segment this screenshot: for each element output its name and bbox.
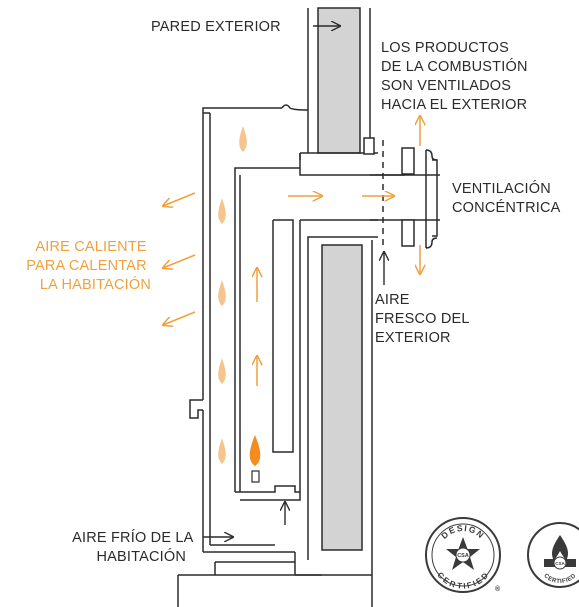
exterior-wall-upper xyxy=(307,7,371,154)
burner-flame xyxy=(249,435,261,466)
label-concentric-vent: VENTILACIÓN CONCÉNTRICA xyxy=(452,180,561,216)
flame-group xyxy=(249,435,261,483)
heat-drop xyxy=(218,438,226,464)
exterior-wall-lower xyxy=(307,240,373,607)
heat-drop xyxy=(218,280,226,306)
label-fresh-air: AIRE FRESCO DEL EXTERIOR xyxy=(375,292,473,346)
svg-text:CSA: CSA xyxy=(457,553,469,559)
heat-drop xyxy=(218,358,226,384)
svg-text:CSA: CSA xyxy=(555,561,565,566)
heat-drops xyxy=(218,126,247,464)
certified-badge: CSA CERTIFIED xyxy=(527,522,579,588)
fireplace-casing xyxy=(177,104,372,607)
hot-air-arrow xyxy=(163,311,196,325)
label-combustion-products: LOS PRODUCTOS DE LA COMBUSTIÓN SON VENTI… xyxy=(381,40,532,113)
hot-air-arrow xyxy=(163,254,196,268)
label-cold-air: AIRE FRÍO DE LA HABITACIÓN xyxy=(72,529,197,565)
hot-air-arrows xyxy=(163,116,420,386)
hot-air-arrow xyxy=(163,192,196,206)
label-hot-air: AIRE CALIENTE PARA CALENTAR LA HABITACIÓ… xyxy=(26,239,151,293)
heat-drop xyxy=(239,126,247,152)
svg-text:®: ® xyxy=(495,585,501,593)
heat-drop xyxy=(218,198,226,224)
label-exterior-wall: PARED EXTERIOR xyxy=(151,19,281,35)
concentric-vent-pipe xyxy=(299,137,440,250)
design-certified-badge: DESIGN CERTIFIED CSA ® xyxy=(425,517,501,593)
burner-port xyxy=(251,470,260,483)
air-arrows xyxy=(203,26,384,537)
flame-icon xyxy=(552,535,568,561)
